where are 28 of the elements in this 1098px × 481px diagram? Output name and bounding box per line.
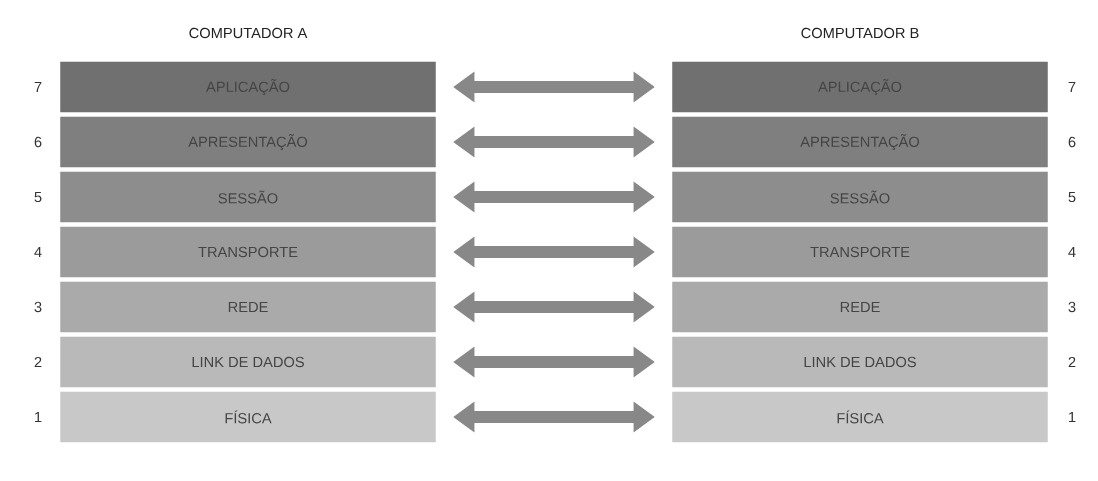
layer-box: REDE (672, 281, 1048, 333)
layer-number: 1 (1069, 411, 1076, 423)
layer-number: 3 (1068, 301, 1076, 313)
layer-box: SESSÃO (60, 171, 436, 223)
layer-box: LINK DE DADOS (60, 336, 436, 388)
layer-number: 5 (34, 191, 42, 203)
layer-number: 7 (1068, 81, 1076, 93)
column-heading: COMPUTADOR B (801, 27, 919, 39)
layer-box: TRANSPORTE (672, 226, 1048, 278)
column-heading: COMPUTADOR A (189, 27, 308, 39)
layer-box: REDE (60, 281, 436, 333)
layer-number: 4 (1068, 246, 1076, 258)
layer-box: FÍSICA (60, 391, 436, 443)
layer-number: 6 (1068, 136, 1076, 148)
layer-box: SESSÃO (672, 171, 1048, 223)
layer-number: 5 (1068, 191, 1076, 203)
layer-number: 3 (34, 301, 42, 313)
layer-box: FÍSICA (672, 391, 1048, 443)
layer-number: 2 (34, 356, 42, 368)
layer-number: 4 (34, 246, 42, 258)
layer-box: TRANSPORTE (60, 226, 436, 278)
layer-number: 6 (34, 136, 42, 148)
layer-box: APRESENTAÇÃO (60, 116, 436, 168)
layer-number: 7 (34, 81, 42, 93)
layer-box: APRESENTAÇÃO (672, 116, 1048, 168)
layer-box: LINK DE DADOS (672, 336, 1048, 388)
layer-number: 2 (1068, 356, 1076, 368)
layer-number: 1 (35, 411, 42, 423)
